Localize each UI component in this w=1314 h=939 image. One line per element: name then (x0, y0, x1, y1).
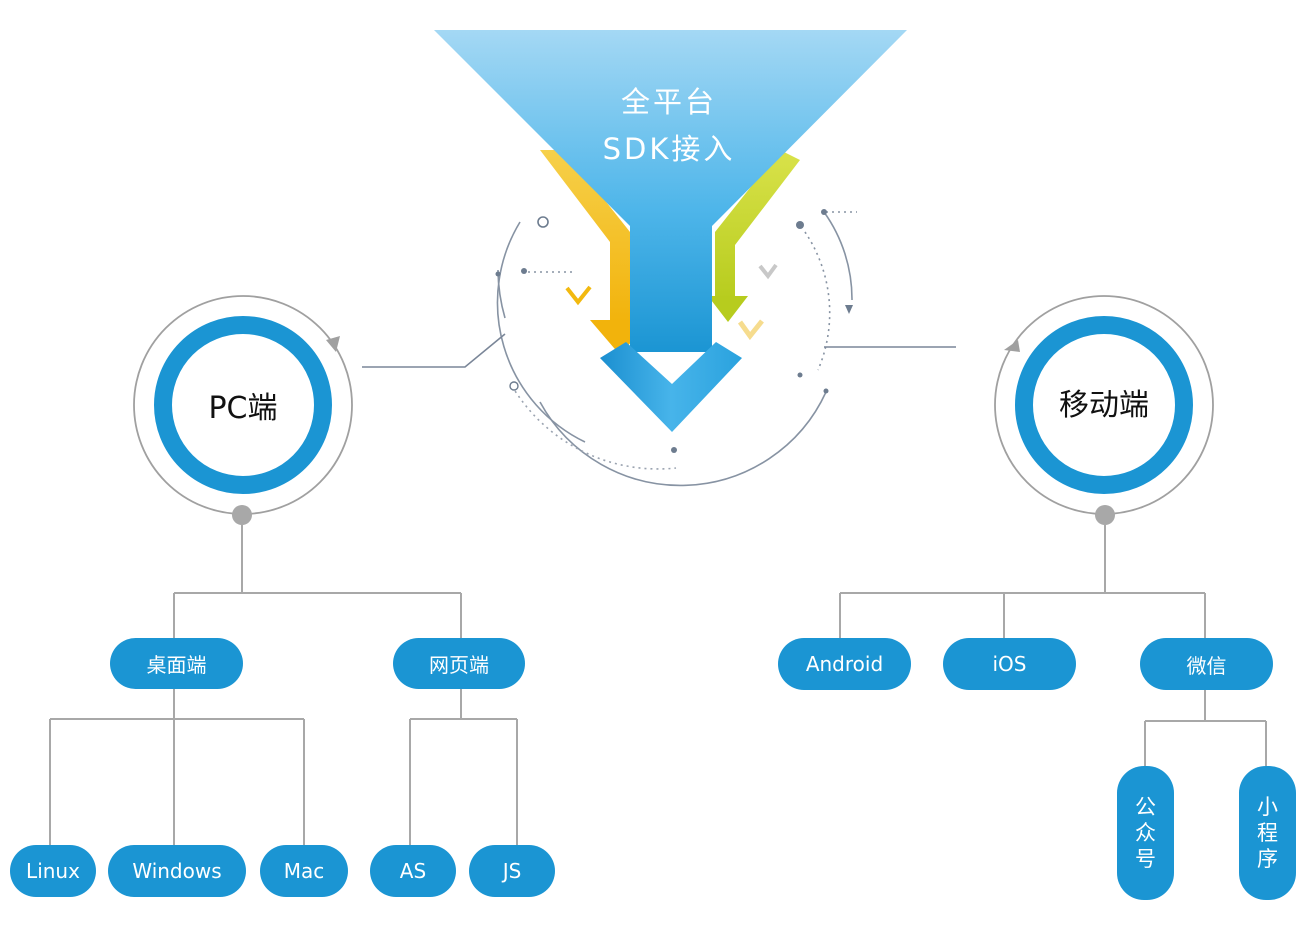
leaf-linux[interactable]: Linux (10, 845, 96, 897)
chevron-accent-yellow (565, 285, 592, 306)
leaf-windows[interactable]: Windows (108, 845, 246, 897)
leaf-official-account-char: 公 (1135, 795, 1156, 819)
leaf-mini-program-char: 序 (1257, 847, 1278, 871)
desktop-branch-pill[interactable]: 桌面端 (110, 638, 243, 689)
ios-pill[interactable]: iOS (943, 638, 1076, 690)
tree-connectors (49, 525, 1267, 845)
pc-hub-rings (133, 295, 353, 525)
decorative-dots (495, 209, 853, 453)
android-pill[interactable]: Android (778, 638, 911, 690)
chevron-accent-gray (758, 263, 778, 280)
funnel-shape (434, 30, 907, 432)
green-arrow (708, 150, 800, 322)
chevron-accent-cream (737, 319, 764, 341)
decorative-rings (496, 211, 857, 487)
leaf-mini-program-char: 程 (1257, 821, 1278, 845)
web-branch-pill[interactable]: 网页端 (393, 638, 525, 689)
leaf-mini-program[interactable]: 小 程 序 (1239, 766, 1296, 900)
wechat-pill[interactable]: 微信 (1140, 638, 1273, 690)
leaf-official-account-char: 众 (1135, 821, 1156, 845)
funnel-title-line2: SDK接入 (602, 132, 736, 166)
leaf-official-account[interactable]: 公 众 号 (1117, 766, 1174, 900)
funnel-connectors (362, 333, 956, 368)
leaf-official-account-char: 号 (1135, 847, 1156, 871)
leaf-mini-program-char: 小 (1257, 795, 1278, 819)
leaf-js[interactable]: JS (469, 845, 555, 897)
leaf-mac[interactable]: Mac (260, 845, 348, 897)
pc-hub-label: PC端 (208, 391, 278, 426)
mobile-hub-label: 移动端 (1059, 388, 1149, 423)
funnel-title-line1: 全平台 (620, 85, 717, 119)
leaf-as[interactable]: AS (370, 845, 456, 897)
mobile-hub-rings (994, 295, 1214, 525)
